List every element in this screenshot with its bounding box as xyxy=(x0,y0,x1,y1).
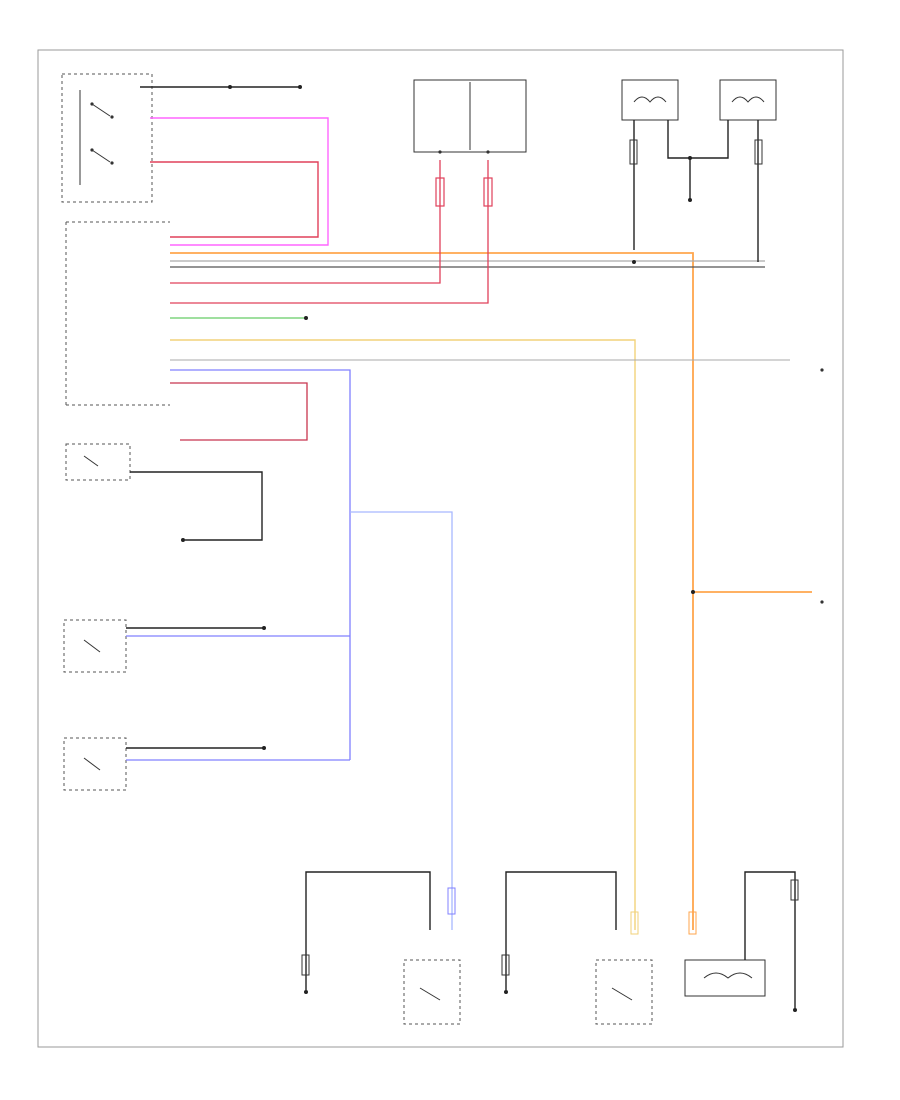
wire-lf-actuator-black xyxy=(305,871,431,990)
switch-terminal-2a xyxy=(90,148,94,152)
lock-cylinder-switch-outline xyxy=(65,443,131,481)
connector-rr-actuator xyxy=(630,911,639,935)
connector-red-1 xyxy=(435,177,445,207)
wire-pink-lock xyxy=(150,117,329,246)
connector-lf-actuator xyxy=(447,887,456,915)
wire-orange-main xyxy=(170,252,694,930)
wire-red-unlock xyxy=(150,161,319,238)
bcm-outline xyxy=(65,221,170,406)
switch-contact-2 xyxy=(91,149,111,163)
ground-top-right xyxy=(688,198,692,202)
connector-red-2 xyxy=(483,177,493,207)
rr-actuator-outline xyxy=(595,959,653,1025)
passenger-switch-1-contact xyxy=(83,639,101,653)
component-left-lamp xyxy=(621,79,679,121)
wire-yellow xyxy=(170,339,636,930)
left-front-door-lock-actuator xyxy=(304,871,461,1025)
green-wire-end xyxy=(304,316,308,320)
connector-courtesy-lamp xyxy=(688,911,697,935)
door-lock-switch-outline xyxy=(61,73,153,203)
wire-blue-trunk xyxy=(170,369,351,760)
splice-harness-right xyxy=(632,260,636,264)
passenger-switch-2-contact xyxy=(83,757,101,771)
passenger-door-lock-switch-2 xyxy=(63,737,350,791)
ground-courtesy-lamp xyxy=(793,1008,797,1012)
connector-ground-lf xyxy=(301,954,310,976)
fuse-block xyxy=(413,79,527,154)
ground-lf-actuator xyxy=(304,990,308,994)
diagram-frame xyxy=(37,49,844,1048)
wire-red-lower xyxy=(170,382,308,441)
component-right-lamp-switch xyxy=(731,96,765,103)
fuse-block-terminal-right xyxy=(486,150,490,154)
ground-passenger-2 xyxy=(262,746,266,750)
component-left-lamp-switch xyxy=(633,96,667,103)
door-lock-switch xyxy=(61,73,153,203)
passenger-switch-2-outline xyxy=(63,737,127,791)
fuse-block-outline xyxy=(413,79,527,153)
switch-terminal-2b xyxy=(110,161,114,165)
ground-passenger-1 xyxy=(262,626,266,630)
switch-terminal-1a xyxy=(90,102,94,106)
connector-top-right-right xyxy=(754,139,763,165)
passenger-switch-1-outline xyxy=(63,619,127,673)
wire-courtesy-lamp-black xyxy=(744,871,796,1008)
lf-actuator-contact xyxy=(419,987,441,1001)
top-right-components xyxy=(621,79,777,264)
wire-top-right-left-drop xyxy=(633,120,690,250)
body-control-module xyxy=(65,221,170,406)
courtesy-lamp-filament xyxy=(703,972,753,979)
connector-top-right-left xyxy=(629,139,638,165)
courtesy-lamp xyxy=(684,871,797,1012)
ground-lock-cylinder xyxy=(181,538,185,542)
connector-ground-rr xyxy=(501,954,510,976)
switch-contact-1 xyxy=(91,103,111,117)
wire-lightblue-door xyxy=(350,511,453,930)
lock-cylinder-contact xyxy=(83,455,99,467)
splice-orange-right xyxy=(691,590,695,594)
fuse-block-terminal-left xyxy=(438,150,442,154)
courtesy-lamp-outline xyxy=(684,959,766,997)
component-right-lamp xyxy=(719,79,777,121)
connector-ground-lamp xyxy=(790,879,799,901)
wire-red-trunk-2 xyxy=(170,160,489,304)
wire-red-trunk-1 xyxy=(170,160,441,284)
switch-terminal-1b xyxy=(110,115,114,119)
wire-rr-actuator-black xyxy=(505,871,617,990)
right-rear-door-lock-actuator xyxy=(504,871,653,1025)
passenger-door-lock-switch-1 xyxy=(63,619,350,673)
lf-actuator-outline xyxy=(403,959,461,1025)
splice-top-1 xyxy=(228,85,232,89)
ground-top xyxy=(298,85,302,89)
rr-actuator-contact xyxy=(611,987,633,1001)
continuation-marker-upper xyxy=(820,368,824,372)
wire-top-right-right-drop xyxy=(690,120,759,262)
continuation-marker-lower xyxy=(820,600,824,604)
wire-lock-cylinder-black xyxy=(130,471,263,541)
ground-rr-actuator xyxy=(504,990,508,994)
lock-cylinder-switch xyxy=(65,443,263,542)
